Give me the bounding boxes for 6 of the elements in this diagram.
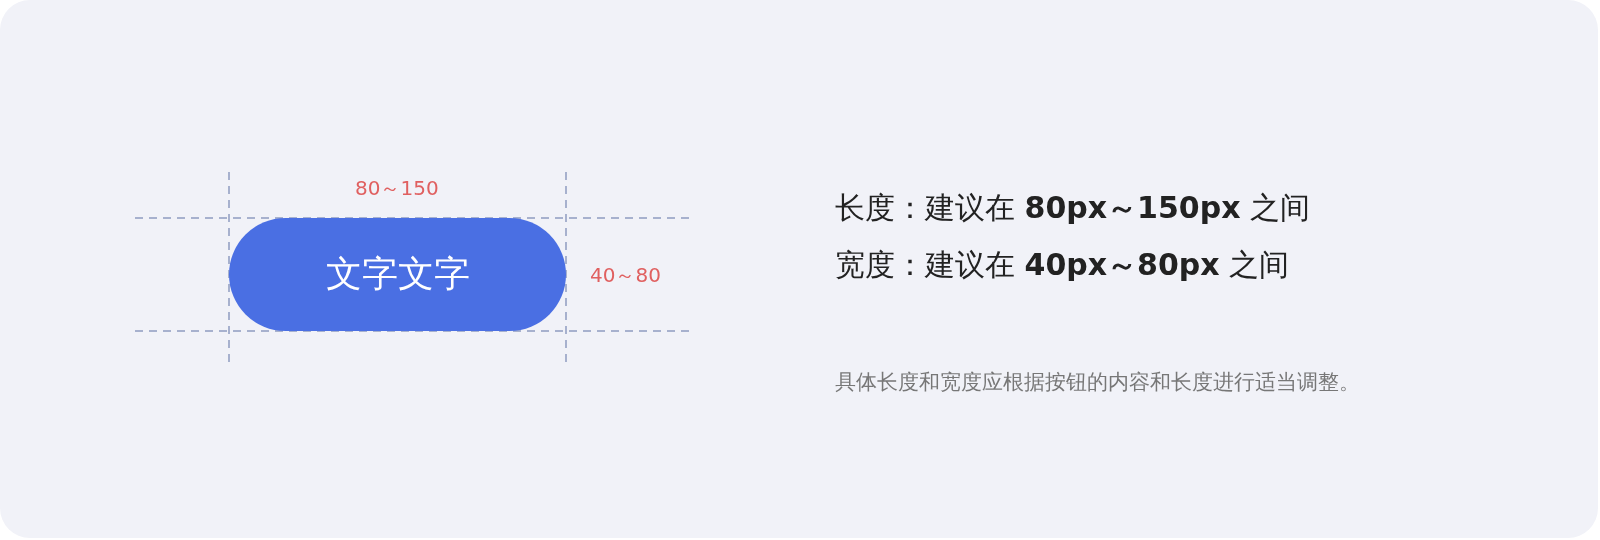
dimension-label: 80～150 bbox=[355, 175, 439, 202]
button: 文字文字 bbox=[229, 218, 566, 331]
dimension-label: 40～80 bbox=[590, 262, 661, 289]
note-text: 具体长度和宽度应根据按钮的内容和长度进行适当调整。 bbox=[835, 369, 1360, 396]
width-spec-text: 宽度：建议在 40px～80px 之间 bbox=[835, 246, 1290, 284]
length-spec-text: 长度：建议在 80px～150px 之间 bbox=[835, 189, 1311, 227]
